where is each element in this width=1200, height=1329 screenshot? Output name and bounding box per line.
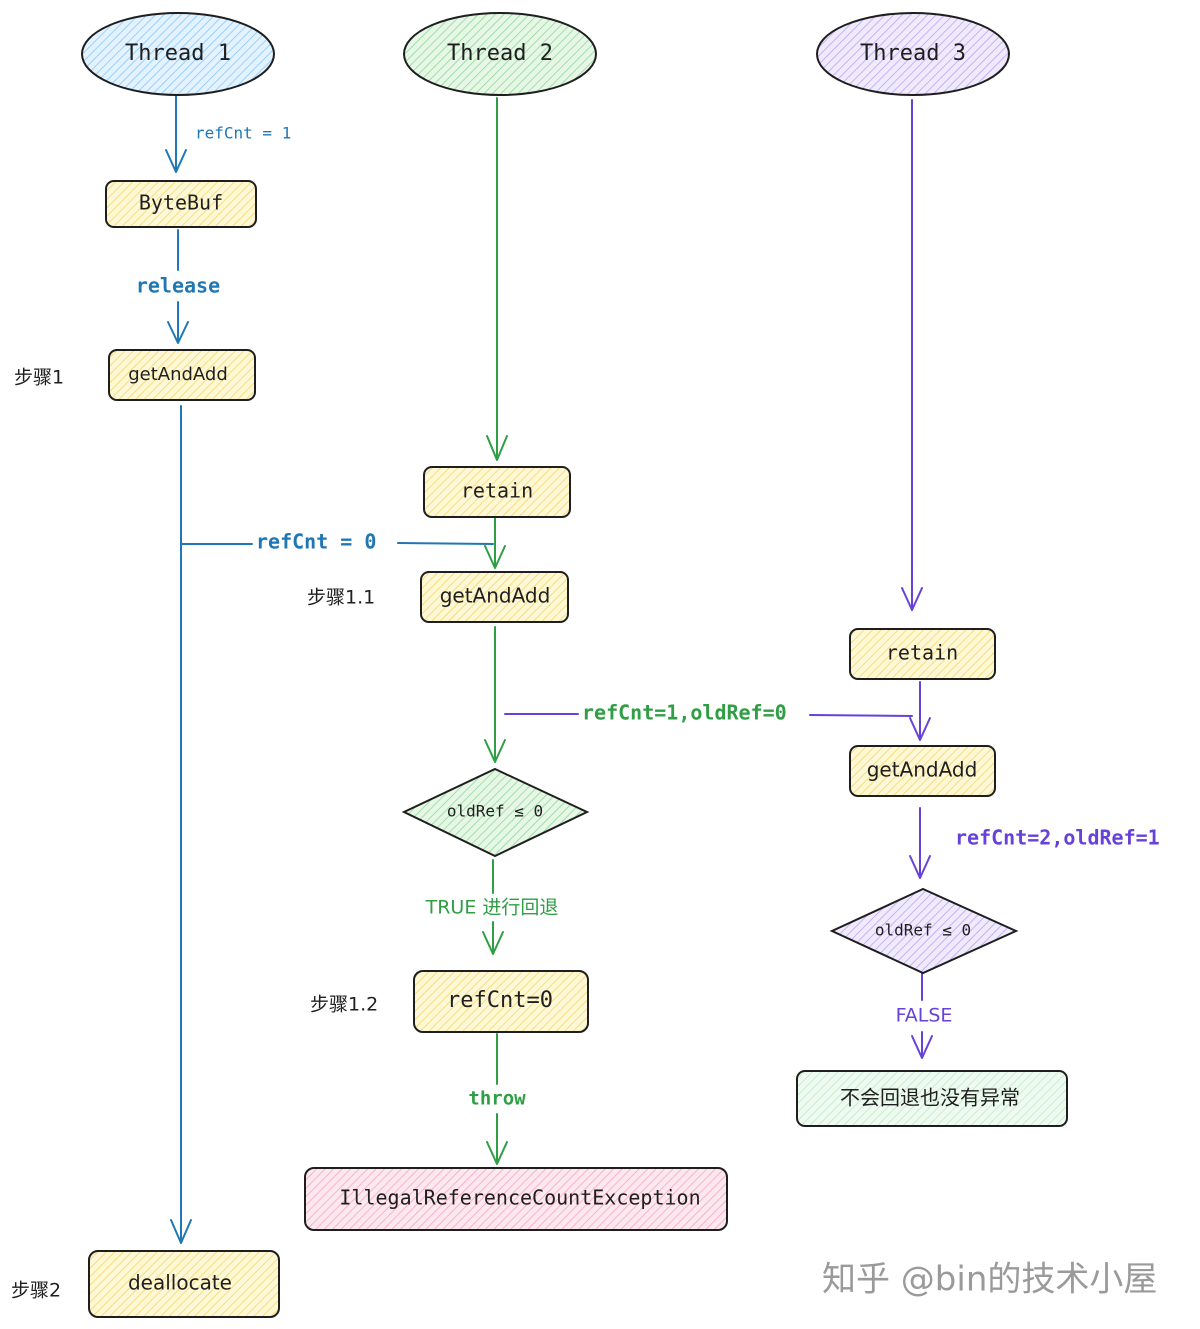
bytebuf-node: ByteBuf [105,180,257,228]
edge-condition-to-result-3 [911,971,933,1059]
t2-getandadd-label: getAndAdd [440,584,551,608]
label-refcnt-0: refCnt = 0 [256,530,376,554]
thread1-edges [165,95,494,1244]
bytebuf-box [105,180,257,228]
label-false: FALSE [896,1005,953,1027]
step-1-1-label: 步骤1.1 [307,587,375,609]
thread-3-shape [816,12,1010,96]
step-1-2-label: 步骤1.2 [310,994,378,1016]
label-true-rollback: TRUE 进行回退 [425,897,559,919]
t2-condition-node: oldRef ≤ 0 [401,767,590,858]
edge-oldref-connector [504,713,913,717]
label-release: release [136,274,220,298]
label-refcnt2-oldref1: refCnt=2,oldRef=1 [955,826,1160,850]
edge-refcnt0-to-exception [486,1033,508,1165]
thread-2-node: Thread 2 [403,12,597,96]
thread-2-label: Thread 2 [447,41,553,66]
t2-condition-label: oldRef ≤ 0 [447,802,543,821]
t3-condition-label: oldRef ≤ 0 [875,921,971,940]
thread3-edges [504,99,933,1059]
watermark: 知乎 @bin的技术小屋 [822,1260,1157,1300]
t2-refcnt0-box [413,970,589,1033]
bytebuf-label: ByteBuf [139,191,223,215]
edge-thread3-to-retain [901,99,923,611]
deallocate-label: deallocate [128,1271,232,1295]
edge-condition-to-refcnt0 [482,859,504,955]
t3-result-node: 不会回退也没有异常 [796,1070,1068,1127]
label-refcnt1-oldref0: refCnt=1,oldRef=0 [582,701,787,725]
thread2-edges [482,97,508,1165]
t1-getandadd-node: getAndAdd [108,349,256,401]
edge-retain-to-getandadd [484,517,506,569]
t2-refcnt0-node: refCnt=0 [413,970,589,1033]
edge-thread1-to-bytebuf [165,95,187,173]
exception-node: IllegalReferenceCountException [304,1167,728,1231]
t3-getandadd-label: getAndAdd [867,758,978,782]
edge-getandadd-to-condition-3 [909,807,931,879]
label-throw: throw [468,1088,526,1110]
edge-getandadd-to-deallocate [170,405,192,1244]
thread-2-shape [403,12,597,96]
edge-bytebuf-to-getandadd [167,229,189,344]
t3-getandadd-node: getAndAdd [849,745,996,797]
t2-retain-label: retain [461,479,533,503]
label-refcnt-1: refCnt = 1 [195,124,291,143]
deallocate-node: deallocate [88,1250,280,1318]
step-2-label: 步骤2 [11,1280,61,1302]
t1-getandadd-label: getAndAdd [128,364,228,385]
t2-retain-box [423,466,571,518]
exception-box [304,1167,728,1231]
thread-1-node: Thread 1 [81,12,275,96]
t3-condition-node: oldRef ≤ 0 [829,887,1019,975]
t3-retain-label: retain [886,641,958,665]
t3-result-label: 不会回退也没有异常 [840,1086,1020,1110]
deallocate-box [88,1250,280,1318]
t3-condition-diamond [829,887,1019,975]
t3-getandadd-box [849,745,996,797]
edge-getandadd-to-condition [484,626,506,763]
edge-refcnt0-connector [180,542,494,545]
t2-getandadd-node: getAndAdd [420,571,569,623]
t2-condition-diamond [401,767,590,858]
thread-1-label: Thread 1 [125,41,231,66]
edge-thread2-to-retain [486,97,508,461]
thread-1-shape [81,12,275,96]
exception-label: IllegalReferenceCountException [339,1186,700,1210]
t3-result-box [796,1070,1068,1127]
thread-3-node: Thread 3 [816,12,1010,96]
t2-getandadd-box [420,571,569,623]
t3-retain-box [849,628,996,680]
edge-retain-to-getandadd-3 [909,681,931,741]
t1-getandadd-box [108,349,256,401]
step-1-label: 步骤1 [14,367,64,389]
t3-retain-node: retain [849,628,996,680]
t2-retain-node: retain [423,466,571,518]
t2-refcnt0-label: refCnt=0 [447,988,553,1013]
thread-3-label: Thread 3 [860,41,966,66]
